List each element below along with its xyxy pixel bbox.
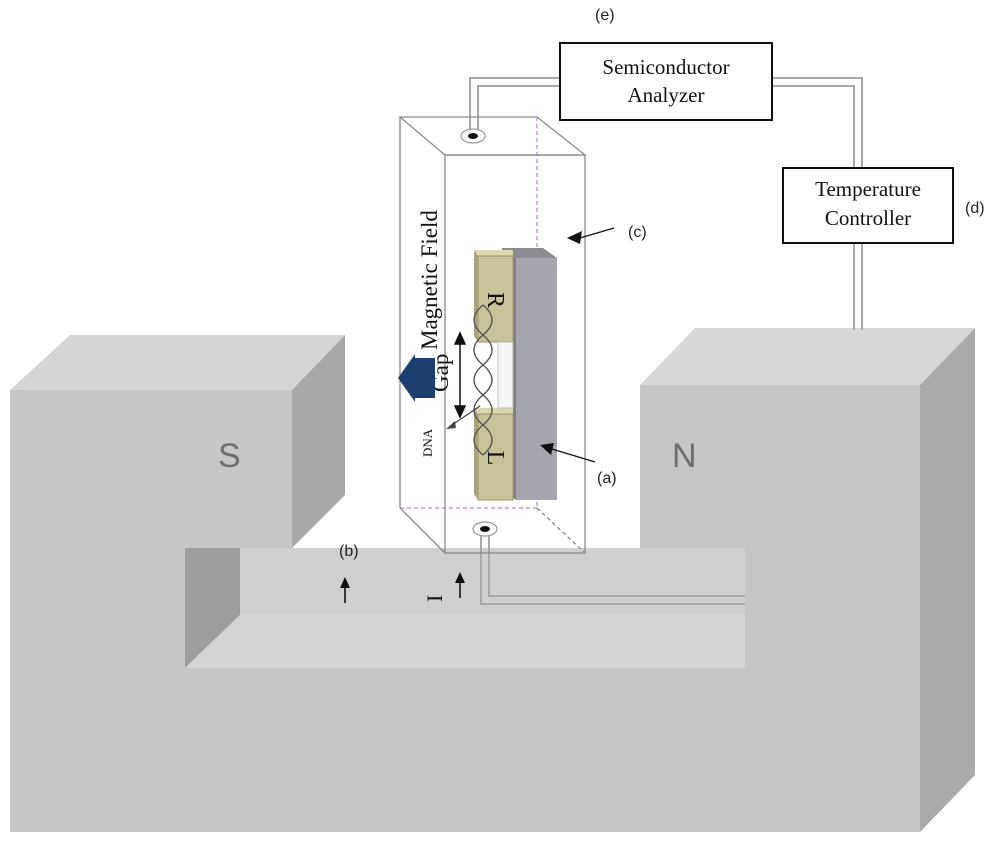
substrate-front bbox=[516, 258, 557, 500]
current-label: I bbox=[422, 595, 447, 602]
chamber-top-port-hole bbox=[468, 133, 478, 139]
semiconductor-analyzer-line2: Analyzer bbox=[628, 83, 705, 107]
current-indicators: (b) I bbox=[339, 543, 465, 603]
chamber-bottom-right-edge bbox=[536, 507, 586, 554]
semiconductor-analyzer: Semiconductor Analyzer bbox=[559, 42, 773, 121]
magnet-s-pole-top bbox=[10, 335, 345, 390]
magnet-base-top bbox=[185, 615, 745, 668]
wire-bottom-inner bbox=[488, 535, 745, 597]
label-c: (c) bbox=[628, 224, 647, 241]
dna-helix bbox=[473, 304, 493, 456]
horseshoe-magnet: S N bbox=[10, 328, 975, 832]
label-c-arrowhead bbox=[567, 231, 582, 244]
temperature-controller-box bbox=[782, 167, 954, 244]
electrode-r-top bbox=[474, 250, 513, 256]
electrode-l-label: L bbox=[482, 451, 508, 466]
magnet-inner-back-wall bbox=[240, 548, 745, 615]
current-arrow-left-head bbox=[340, 577, 350, 588]
dna-pointer-head bbox=[446, 421, 456, 429]
dna-pointer-line bbox=[451, 405, 481, 426]
dna-strand-1 bbox=[473, 304, 493, 456]
electrode-r-label: R bbox=[482, 292, 508, 308]
chamber-bottom-port-hole bbox=[480, 526, 490, 532]
label-d: (d) bbox=[965, 200, 985, 217]
magnet-inner-left-wall bbox=[185, 548, 240, 668]
magnet-s-pole-side bbox=[292, 335, 345, 548]
electrode-l-top bbox=[474, 408, 513, 414]
magnet-front-face bbox=[10, 385, 920, 832]
magnetic-field-label: Magnetic Field bbox=[417, 210, 442, 350]
dna-strand-2 bbox=[473, 304, 493, 456]
wire-analyzer-temp-inner bbox=[772, 85, 855, 168]
label-e: (e) bbox=[595, 7, 615, 24]
pole-s-label: S bbox=[218, 437, 241, 475]
chamber-bottom-left-edge bbox=[399, 507, 446, 554]
label-a-pointer bbox=[551, 448, 596, 463]
current-arrow-right-head bbox=[455, 572, 465, 583]
pole-n-label: N bbox=[672, 437, 697, 475]
wiring bbox=[469, 77, 863, 605]
wire-top-left-inner bbox=[477, 85, 560, 138]
label-a: (a) bbox=[597, 470, 617, 487]
label-c-pointer bbox=[579, 227, 615, 239]
electrode-r-side bbox=[474, 250, 478, 342]
wire-top-left bbox=[469, 77, 560, 138]
chamber-front-face bbox=[444, 154, 586, 554]
wire-bottom-outer bbox=[480, 535, 745, 605]
chamber-top-face bbox=[398, 116, 587, 156]
electrode-gap bbox=[497, 341, 514, 409]
dna-label: DNA bbox=[420, 428, 435, 457]
temperature-controller: Temperature Controller bbox=[782, 167, 954, 244]
wire-analyzer-temp-outer bbox=[772, 77, 863, 168]
substrate-top bbox=[502, 248, 557, 258]
gap-arrow-head-top bbox=[453, 331, 467, 345]
label-a-arrowhead bbox=[540, 443, 554, 455]
temperature-controller-line2: Controller bbox=[825, 206, 911, 230]
sample-chamber: R L Gap Magnetic Field DNA (c) bbox=[398, 116, 647, 554]
temperature-controller-line1: Temperature bbox=[815, 177, 921, 201]
gap-arrow-head-bottom bbox=[453, 405, 467, 419]
gap-arrow bbox=[453, 331, 467, 419]
electrode-l-side bbox=[474, 408, 478, 500]
semiconductor-analyzer-box bbox=[559, 42, 773, 121]
magnet-n-pole-top bbox=[640, 328, 975, 385]
magnet-right-side bbox=[920, 328, 975, 832]
magnetic-field-arrow bbox=[398, 354, 435, 402]
label-b: (b) bbox=[339, 543, 359, 560]
semiconductor-analyzer-line1: Semiconductor bbox=[602, 55, 729, 79]
